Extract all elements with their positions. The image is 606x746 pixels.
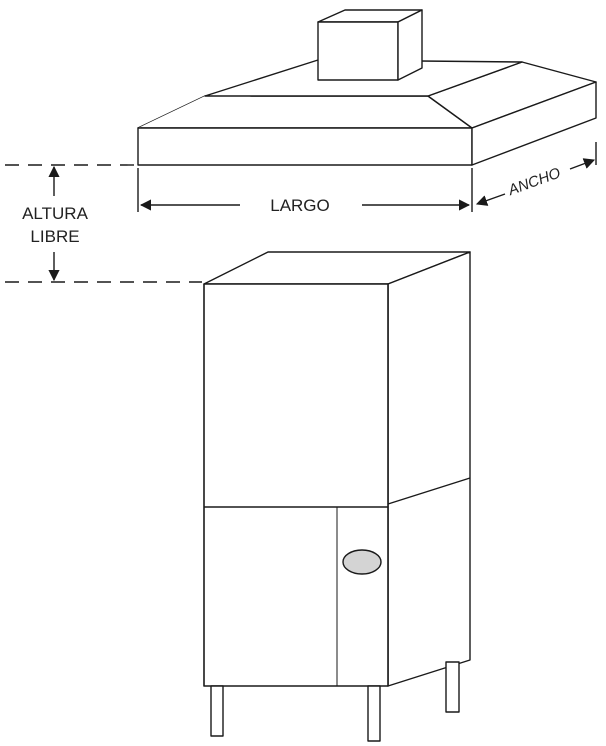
back-right-leg [445, 661, 460, 713]
ancho-label: ANCHO [505, 164, 563, 199]
dishwasher-cabinet [203, 251, 471, 742]
chimney-side [397, 9, 423, 81]
largo-label: LARGO [270, 196, 330, 215]
altura-label-line1: ALTURA [22, 204, 88, 223]
door-handle-knob [342, 549, 382, 575]
extraction-hood [137, 9, 597, 166]
hood-front-panel [137, 127, 473, 166]
largo-dimension: LARGO [137, 168, 473, 215]
ancho-arrow-left [475, 193, 506, 206]
chimney-front [317, 21, 399, 81]
altura-libre-dimension: ALTURA LIBRE [5, 164, 202, 283]
altura-label-line2: LIBRE [30, 227, 79, 246]
hood-side-panel [471, 81, 597, 166]
cabinet-side-face [387, 251, 471, 687]
ancho-arrow-right [569, 158, 596, 170]
cabinet-front-face [203, 283, 389, 687]
front-right-leg [367, 685, 381, 742]
cabinet-side-divider [387, 477, 471, 505]
front-left-leg [210, 685, 224, 737]
